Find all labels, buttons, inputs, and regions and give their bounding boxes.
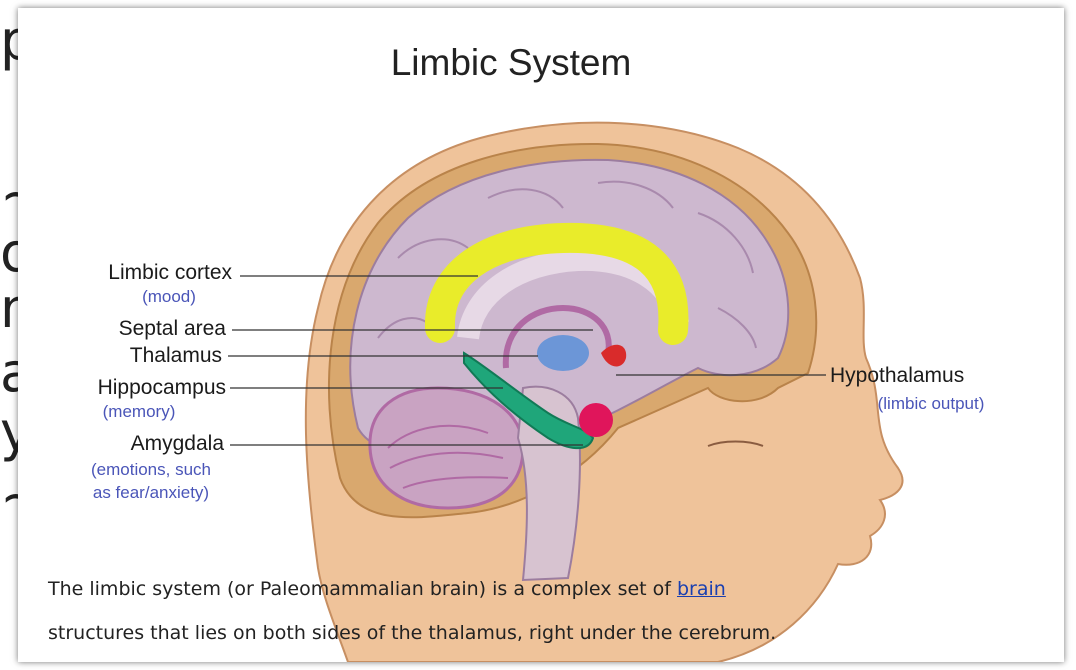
- note-amygdala-line1: (emotions, such: [66, 459, 236, 480]
- caption-text: The limbic system (or Paleomammalian bra…: [48, 578, 677, 600]
- cerebellum: [370, 388, 523, 508]
- diagram-card: Limbic System: [18, 8, 1064, 662]
- note-hippocampus: (memory): [84, 401, 194, 422]
- caption-line-1: The limbic system (or Paleomammalian bra…: [48, 578, 726, 600]
- label-hypothalamus: Hypothalamus: [830, 364, 964, 387]
- label-septal-area: Septal area: [119, 317, 226, 340]
- note-hypothalamus: (limbic output): [856, 393, 1006, 414]
- note-limbic-cortex: (mood): [114, 286, 224, 307]
- thalamus-region: [537, 335, 589, 371]
- note-amygdala-line2: as fear/anxiety): [66, 482, 236, 503]
- label-hippocampus: Hippocampus: [98, 376, 226, 399]
- caption-line-2: structures that lies on both sides of th…: [48, 622, 776, 644]
- amygdala-region: [579, 403, 613, 437]
- brain-link[interactable]: brain: [677, 578, 726, 600]
- label-limbic-cortex: Limbic cortex: [108, 261, 232, 284]
- label-thalamus: Thalamus: [130, 344, 222, 367]
- label-amygdala: Amygdala: [131, 432, 224, 455]
